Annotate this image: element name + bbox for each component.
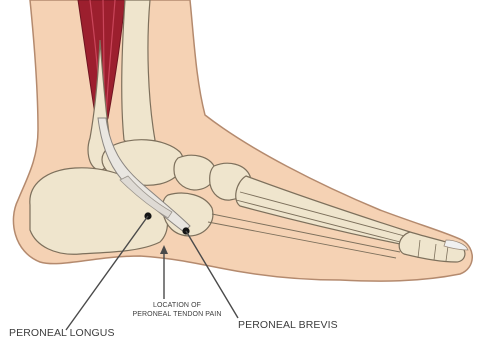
tendon-pain-location-line1: LOCATION OF — [122, 301, 232, 310]
tendon-pain-location-line2: PERONEAL TENDON PAIN — [122, 310, 232, 319]
peroneal-brevis-label: PERONEAL BREVIS — [238, 320, 338, 331]
peroneal-longus-label: PERONEAL LONGUS — [9, 328, 115, 339]
navicular-bone — [174, 155, 216, 190]
tendon-pain-location-label: LOCATION OF PERONEAL TENDON PAIN — [122, 301, 232, 319]
